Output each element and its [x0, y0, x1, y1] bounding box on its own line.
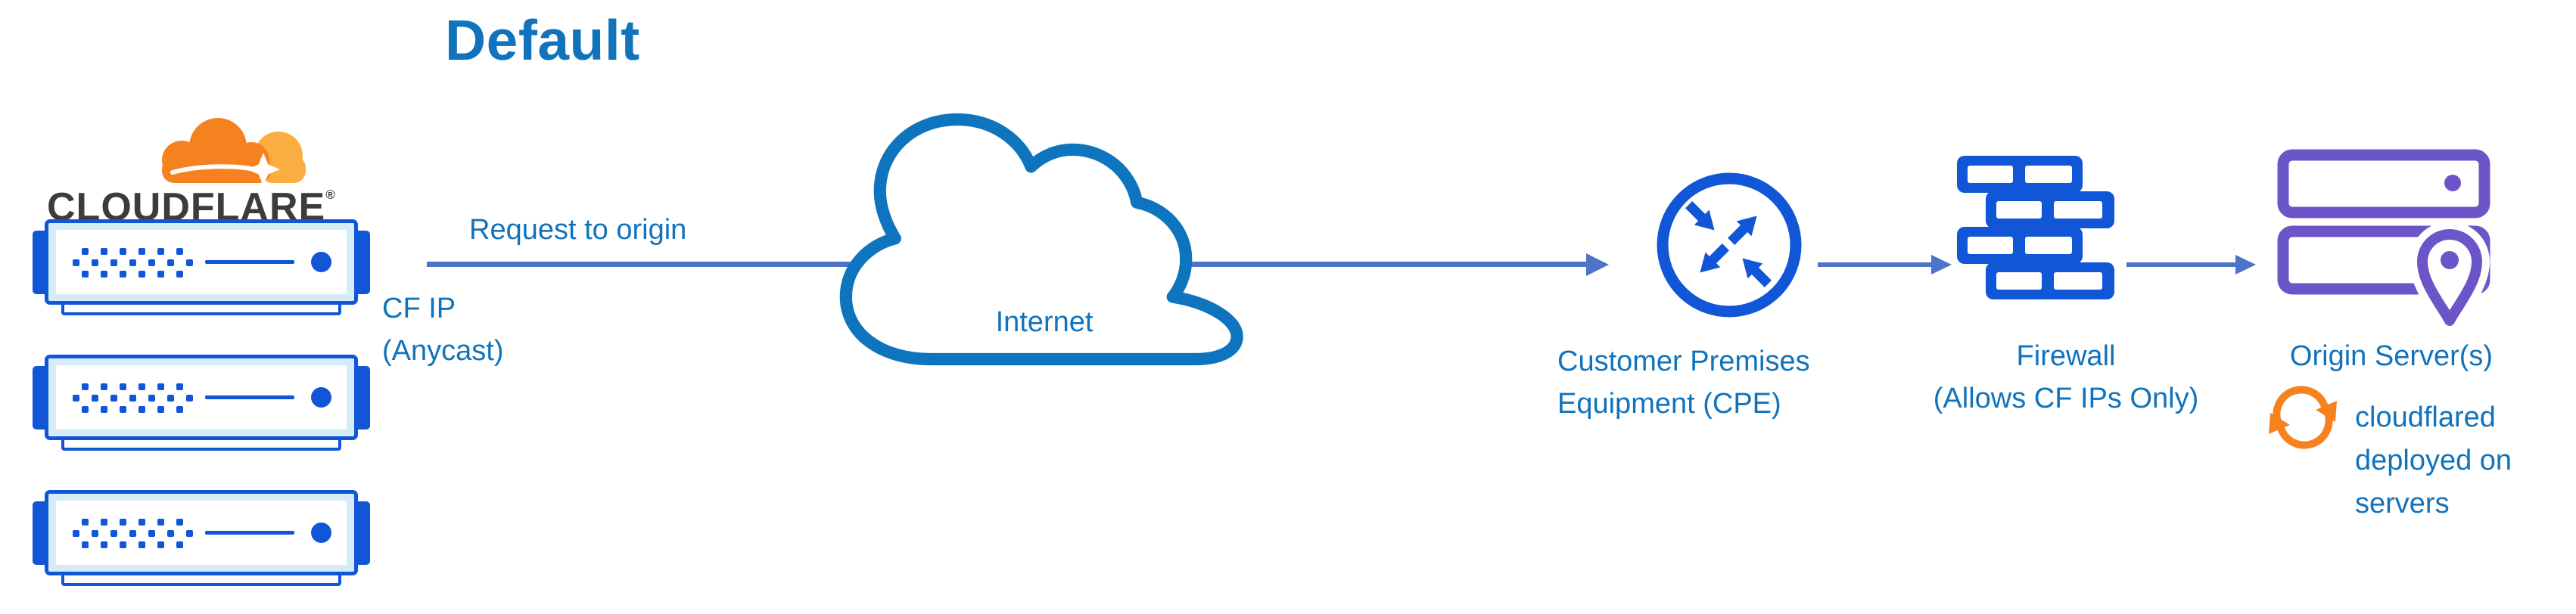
firewall-label-line1: Firewall — [2016, 340, 2116, 372]
server-vents-icon — [73, 247, 193, 278]
server-body — [45, 355, 358, 440]
cloudflare-server-icon — [33, 219, 370, 319]
server-side-tab — [354, 366, 370, 429]
arrowhead-icon — [1931, 255, 1952, 274]
firewall-brick-icon — [1957, 156, 2114, 299]
server-side-tab — [33, 366, 48, 429]
firewall-label-line2: (Allows CF IPs Only) — [1933, 383, 2199, 414]
cpe-label-line2: Equipment (CPE) — [1557, 388, 1781, 420]
server-side-tab — [33, 501, 48, 565]
server-slot — [205, 260, 294, 264]
cf-ip-line2: (Anycast) — [382, 335, 504, 367]
server-slot — [205, 395, 294, 399]
server-slot — [205, 531, 294, 535]
internet-label: Internet — [995, 306, 1094, 338]
server-side-tab — [354, 231, 370, 294]
server-body — [45, 490, 358, 575]
arrowhead-icon — [2235, 255, 2256, 274]
arrowhead-icon — [1586, 253, 1609, 276]
cpe-label-line1: Customer Premises — [1557, 346, 1810, 377]
arrow-outward-icon — [1728, 216, 1757, 245]
sync-refresh-icon — [2269, 386, 2337, 449]
arrow-outward-icon — [1700, 243, 1729, 273]
server-body — [45, 219, 358, 305]
location-pin-icon — [2417, 229, 2482, 326]
server-side-tab — [33, 231, 48, 294]
request-to-origin-label: Request to origin — [469, 214, 687, 246]
cloudflare-server-icon — [33, 355, 370, 454]
cf-ip-anycast-label: CF IP (Anycast) — [382, 287, 503, 372]
cpe-label: Customer Premises Equipment (CPE) — [1557, 340, 1810, 425]
page-title: Default — [445, 8, 640, 72]
cloudflared-note: cloudflared deployed on servers — [2355, 402, 2512, 519]
server-vents-icon — [73, 518, 193, 548]
server-vents-icon — [73, 383, 193, 413]
server-power-led — [311, 387, 331, 408]
cpe-router-icon — [1657, 172, 1802, 318]
flow-line-firewall-origin — [2126, 262, 2237, 267]
cloudflare-cloud-logo-icon — [162, 118, 306, 186]
origin-servers-icon — [2277, 149, 2490, 330]
flow-line-cpe-firewall — [1818, 262, 1933, 267]
server-power-led — [311, 523, 331, 543]
server-side-tab — [354, 501, 370, 565]
arrow-inward-icon — [1685, 201, 1715, 231]
server-power-led — [311, 252, 331, 272]
origin-servers-label: Origin Server(s) — [2289, 340, 2494, 372]
firewall-label: Firewall (Allows CF IPs Only) — [1899, 335, 2232, 420]
cf-ip-line1: CF IP — [382, 293, 456, 324]
arrow-inward-icon — [1742, 258, 1772, 287]
cloudflare-server-icon — [33, 490, 370, 590]
registered-mark: ® — [325, 188, 336, 202]
internet-cloud-icon — [839, 113, 1243, 366]
